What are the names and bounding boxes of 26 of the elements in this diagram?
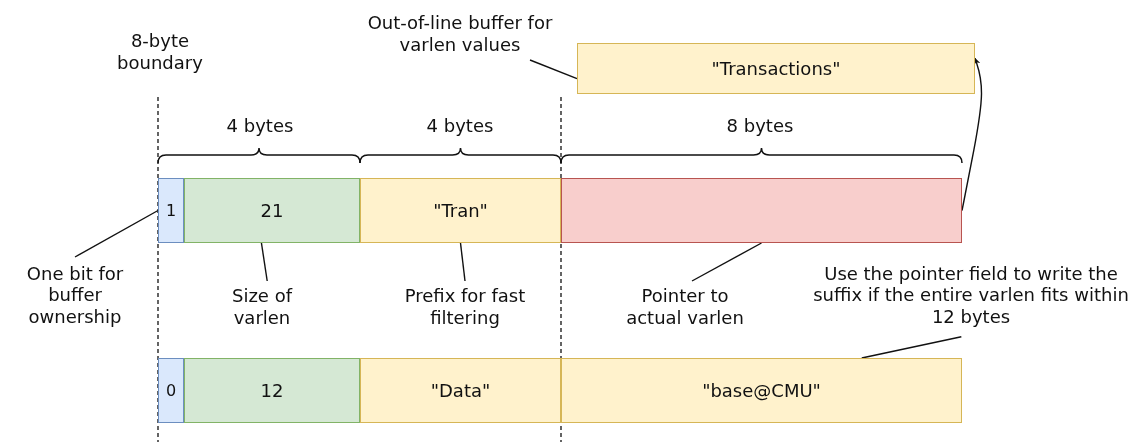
size-label: 4 bytes xyxy=(225,115,295,137)
leader-line xyxy=(459,242,466,282)
pointer-field xyxy=(561,178,962,243)
callout-text: Out-of-line buffer for varlen values xyxy=(360,8,560,60)
boundary-label: 8-byte boundary xyxy=(116,30,204,74)
prefix-field: "Data" xyxy=(360,358,561,423)
callout-text: Use the pointer field to write the suffix if the entire varlen fits within 12 bytes xyxy=(810,257,1132,333)
ownership-bit-field: 1 xyxy=(158,178,184,243)
buffer-box: "Transactions" xyxy=(577,43,975,94)
leader-line xyxy=(691,242,763,282)
suffix-field: "base@CMU" xyxy=(561,358,962,423)
prefix-field: "Tran" xyxy=(360,178,561,243)
leader-line xyxy=(861,336,963,359)
ownership-bit-field: 0 xyxy=(158,358,184,423)
size-label: 4 bytes xyxy=(425,115,495,137)
callout-text: Prefix for fast filtering xyxy=(380,281,550,333)
callout-text: Pointer to actual varlen xyxy=(615,281,755,333)
size-label: 8 bytes xyxy=(725,115,795,137)
leader-line xyxy=(260,242,268,282)
callout-text: One bit for buffer ownership xyxy=(5,257,145,333)
leader-line xyxy=(529,59,578,80)
size-field: 12 xyxy=(184,358,360,423)
callout-text: Size of varlen xyxy=(210,281,314,333)
leader-line xyxy=(74,209,159,258)
size-field: 21 xyxy=(184,178,360,243)
arrow xyxy=(961,57,983,212)
